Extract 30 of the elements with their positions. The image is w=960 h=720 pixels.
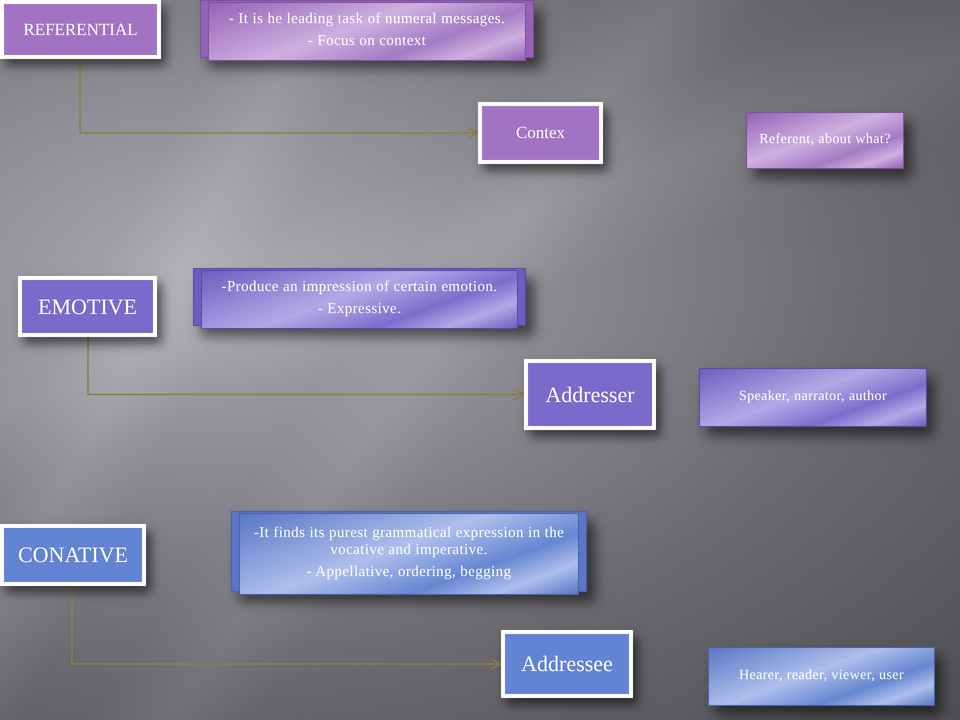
concept-box	[524, 359, 656, 430]
note-box	[708, 647, 935, 706]
box-label: Addressee	[521, 651, 613, 677]
description-text: - Focus on context	[306, 32, 428, 50]
description-text: - Appellative, ordering, begging	[306, 564, 512, 581]
note-text: Referent, about what?	[759, 132, 891, 149]
box-label: Contex	[516, 123, 566, 143]
description-card	[231, 511, 587, 595]
description-card	[200, 0, 534, 61]
function-box	[0, 0, 161, 59]
note-box	[746, 112, 904, 169]
concept-box	[478, 102, 603, 164]
function-box	[18, 276, 157, 337]
note-text: Hearer, reader, viewer, user	[739, 668, 904, 685]
function-box	[0, 524, 146, 586]
box-label: EMOTIVE	[38, 294, 137, 320]
concept-box	[501, 630, 633, 698]
description-card	[193, 268, 526, 329]
note-text: Speaker, narrator, author	[738, 389, 888, 406]
description-text: - It is he leading task of numeral messages.	[228, 11, 506, 28]
box-label: Addresser	[545, 382, 635, 408]
arrow	[79, 59, 479, 139]
arrow	[87, 337, 525, 400]
description-text: -It finds its purest grammatical expression in the vocative and imperative.	[252, 525, 566, 560]
arrow	[71, 586, 502, 670]
box-label: REFERENTIAL	[23, 20, 138, 40]
box-label: CONATIVE	[18, 542, 128, 568]
description-text: -Produce an impression of certain emotion.	[220, 279, 498, 296]
note-box	[699, 368, 927, 427]
description-text: - Expressive.	[316, 300, 402, 318]
